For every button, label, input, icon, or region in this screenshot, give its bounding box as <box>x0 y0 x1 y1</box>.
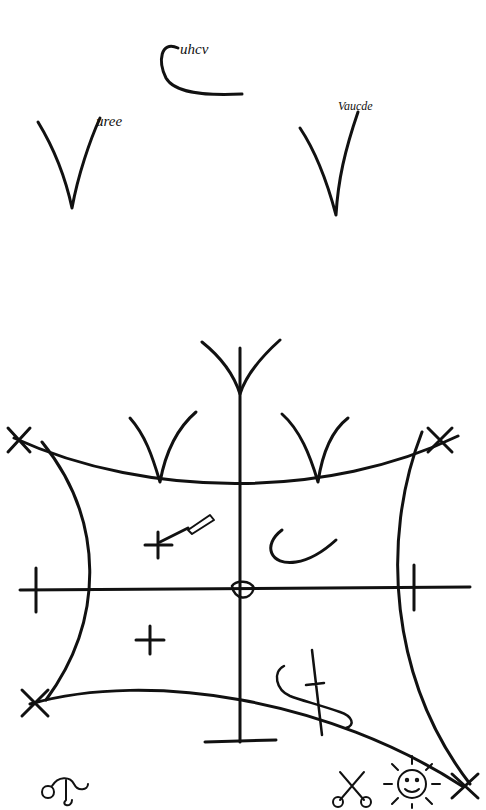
border-curve <box>42 442 90 700</box>
x-mark <box>8 428 30 452</box>
tick <box>413 565 416 610</box>
v-symbol <box>282 414 348 482</box>
handwritten-label: Vaucde <box>338 100 373 112</box>
v-symbol <box>300 112 358 215</box>
cross <box>136 626 164 654</box>
cross-line <box>20 587 470 590</box>
x-mark <box>452 774 478 798</box>
border-curve <box>30 690 462 786</box>
scissors <box>361 797 371 807</box>
v-symbol <box>130 412 196 482</box>
border-curve <box>398 432 470 784</box>
moon <box>271 530 336 562</box>
border-curve <box>14 436 458 484</box>
bar <box>205 740 276 742</box>
knife <box>160 528 188 542</box>
dagger <box>306 650 324 735</box>
scissors <box>340 772 364 800</box>
v-symbol <box>38 118 100 208</box>
x-mark <box>428 428 452 452</box>
scissors <box>333 797 343 807</box>
cross <box>145 532 172 558</box>
swirl-symbol <box>42 778 88 805</box>
cup <box>232 582 254 598</box>
tick <box>35 568 38 612</box>
sun-face <box>384 756 440 808</box>
center-line <box>239 348 242 742</box>
handwritten-label: uree <box>96 114 122 129</box>
knife <box>188 515 214 534</box>
handwritten-label: uhcv <box>180 42 208 57</box>
x-mark <box>22 690 48 716</box>
